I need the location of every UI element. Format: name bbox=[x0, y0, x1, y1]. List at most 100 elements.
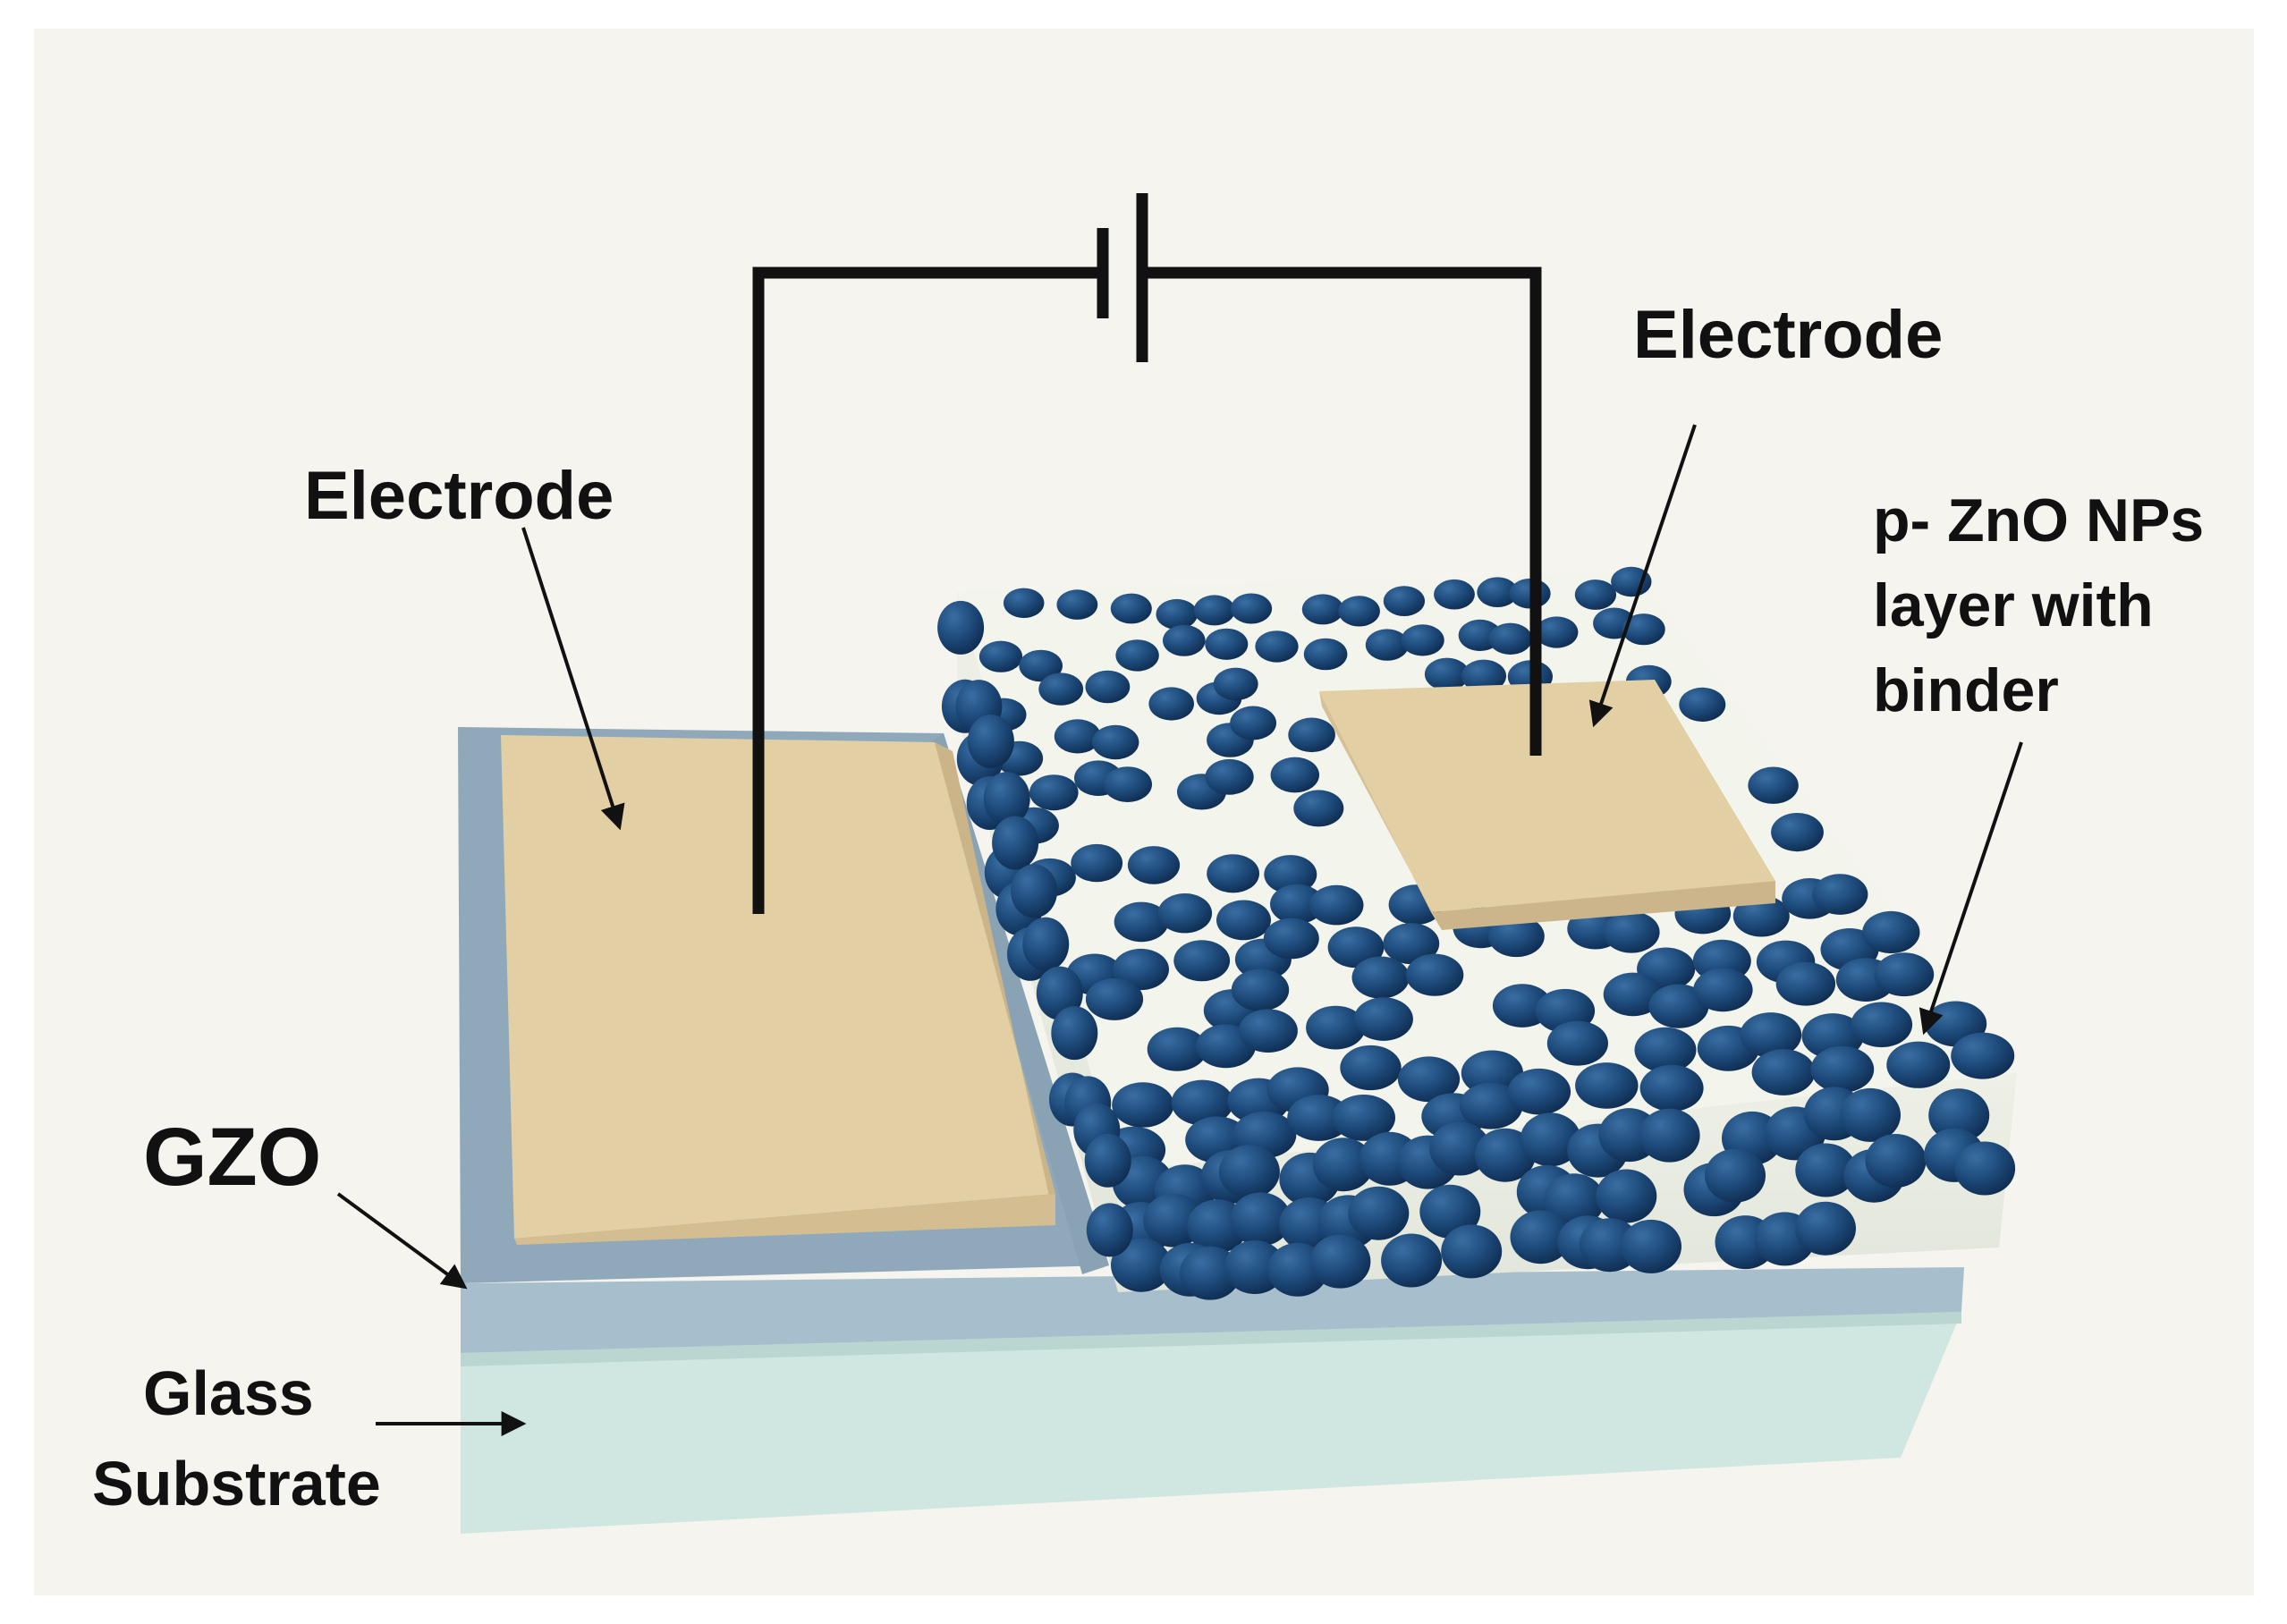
nanoparticle bbox=[1634, 1027, 1697, 1073]
nanoparticle bbox=[1751, 1049, 1816, 1095]
nanoparticle bbox=[1488, 622, 1532, 655]
nanoparticle bbox=[1332, 1095, 1395, 1141]
nanoparticle bbox=[1575, 1062, 1639, 1109]
nanoparticle bbox=[1038, 672, 1084, 706]
nanoparticle bbox=[1351, 956, 1410, 999]
nanoparticle bbox=[1173, 940, 1231, 982]
nanoparticle bbox=[1309, 1234, 1371, 1289]
nanoparticle bbox=[1085, 670, 1131, 704]
nanoparticle bbox=[1401, 624, 1444, 656]
nanoparticle bbox=[1886, 1041, 1951, 1088]
nanoparticle bbox=[1639, 1108, 1700, 1163]
nanoparticle bbox=[1461, 659, 1506, 693]
nanoparticle bbox=[1238, 1009, 1298, 1053]
nanoparticle bbox=[1775, 961, 1836, 1006]
label-np-layer-3: binder bbox=[1873, 656, 2059, 724]
gzo-layer-front bbox=[461, 1267, 1964, 1353]
nanoparticle bbox=[1507, 1068, 1571, 1115]
nanoparticle bbox=[1874, 952, 1935, 997]
nanoparticle bbox=[978, 640, 1023, 672]
nanoparticle bbox=[1011, 864, 1058, 918]
nanoparticle bbox=[1574, 579, 1616, 610]
nanoparticle bbox=[1113, 948, 1169, 991]
nanoparticle bbox=[1071, 843, 1123, 883]
nanoparticle bbox=[1054, 719, 1101, 754]
nanoparticle bbox=[1022, 917, 1070, 971]
nanoparticle bbox=[1928, 1088, 1990, 1143]
nanoparticle bbox=[1327, 926, 1385, 968]
electrode-left bbox=[501, 735, 1055, 1239]
nanoparticle bbox=[1419, 1184, 1481, 1239]
nanoparticle bbox=[1218, 1145, 1280, 1199]
glass-substrate bbox=[461, 1312, 1961, 1534]
nanoparticle bbox=[1862, 910, 1920, 954]
label-electrode-right: Electrode bbox=[1633, 297, 1943, 373]
electrode-right bbox=[1319, 680, 1775, 912]
nanoparticle bbox=[1954, 1141, 2016, 1196]
nanoparticle bbox=[1270, 884, 1325, 925]
nanoparticle bbox=[1092, 724, 1139, 760]
nanoparticle bbox=[1348, 1186, 1410, 1240]
nanoparticle bbox=[1544, 1173, 1605, 1228]
nanoparticle bbox=[1127, 846, 1181, 884]
nanoparticle bbox=[1293, 790, 1344, 827]
nanoparticle bbox=[1622, 613, 1665, 646]
nanoparticle bbox=[1115, 639, 1159, 672]
nanoparticle bbox=[1810, 1045, 1875, 1093]
nanoparticle bbox=[1213, 667, 1258, 701]
arrow-gzo bbox=[336, 1192, 468, 1290]
nanoparticle bbox=[1603, 911, 1660, 953]
nanoparticle bbox=[1230, 593, 1273, 624]
nanoparticle bbox=[1056, 589, 1098, 620]
nanoparticle bbox=[1732, 895, 1790, 937]
nanoparticle bbox=[1230, 1192, 1292, 1247]
nanoparticle bbox=[1510, 1210, 1571, 1265]
nanoparticle bbox=[1340, 1045, 1402, 1091]
nanoparticle bbox=[1216, 900, 1271, 941]
nanoparticle bbox=[1148, 687, 1194, 721]
nanoparticle bbox=[937, 600, 985, 655]
nanoparticle bbox=[1180, 1246, 1241, 1300]
nanoparticle bbox=[1085, 977, 1144, 1020]
nanoparticle bbox=[1383, 923, 1440, 965]
nanoparticle bbox=[1851, 1002, 1913, 1048]
nanoparticle bbox=[1951, 1032, 2015, 1079]
nanoparticle bbox=[1441, 1224, 1503, 1279]
nanoparticle bbox=[1679, 687, 1726, 723]
nanoparticle bbox=[1488, 915, 1545, 958]
nanoparticle bbox=[1084, 1133, 1131, 1188]
nanoparticle bbox=[1740, 1012, 1802, 1058]
nanoparticle bbox=[1157, 893, 1213, 934]
nanoparticle bbox=[1205, 758, 1254, 795]
nanoparticle bbox=[1111, 1238, 1172, 1292]
nanoparticle bbox=[1771, 813, 1824, 852]
label-glass-2: Substrate bbox=[92, 1449, 381, 1518]
nanoparticle bbox=[1795, 1201, 1856, 1256]
nanoparticle bbox=[1397, 1056, 1461, 1103]
nanoparticle bbox=[1231, 968, 1290, 1011]
nanoparticle bbox=[1112, 1082, 1174, 1128]
nanoparticle bbox=[1365, 629, 1409, 661]
nanoparticle bbox=[1171, 1079, 1233, 1126]
nanoparticle bbox=[1405, 953, 1464, 996]
nanoparticle bbox=[1535, 616, 1579, 648]
electrode-right-front bbox=[1431, 881, 1775, 930]
nanoparticle bbox=[1477, 577, 1519, 607]
label-electrode-left: Electrode bbox=[304, 458, 614, 534]
nanoparticle bbox=[1840, 1087, 1901, 1142]
nanoparticle bbox=[1163, 624, 1206, 656]
nanoparticle bbox=[1795, 1143, 1857, 1197]
nanoparticle bbox=[1520, 1112, 1581, 1167]
nanoparticle bbox=[1303, 638, 1348, 671]
label-np-layer-1: p- ZnO NPs bbox=[1873, 486, 2204, 554]
nanoparticle bbox=[1383, 586, 1425, 616]
circuit-wire bbox=[752, 266, 1103, 914]
nanoparticle bbox=[1255, 630, 1299, 663]
nanoparticle bbox=[1705, 1148, 1766, 1203]
nanoparticle bbox=[1110, 593, 1152, 624]
electrode-left-front bbox=[514, 1194, 1055, 1245]
nanoparticle bbox=[1424, 657, 1470, 691]
nanoparticle bbox=[1596, 1169, 1657, 1223]
nanoparticle bbox=[967, 715, 1014, 768]
